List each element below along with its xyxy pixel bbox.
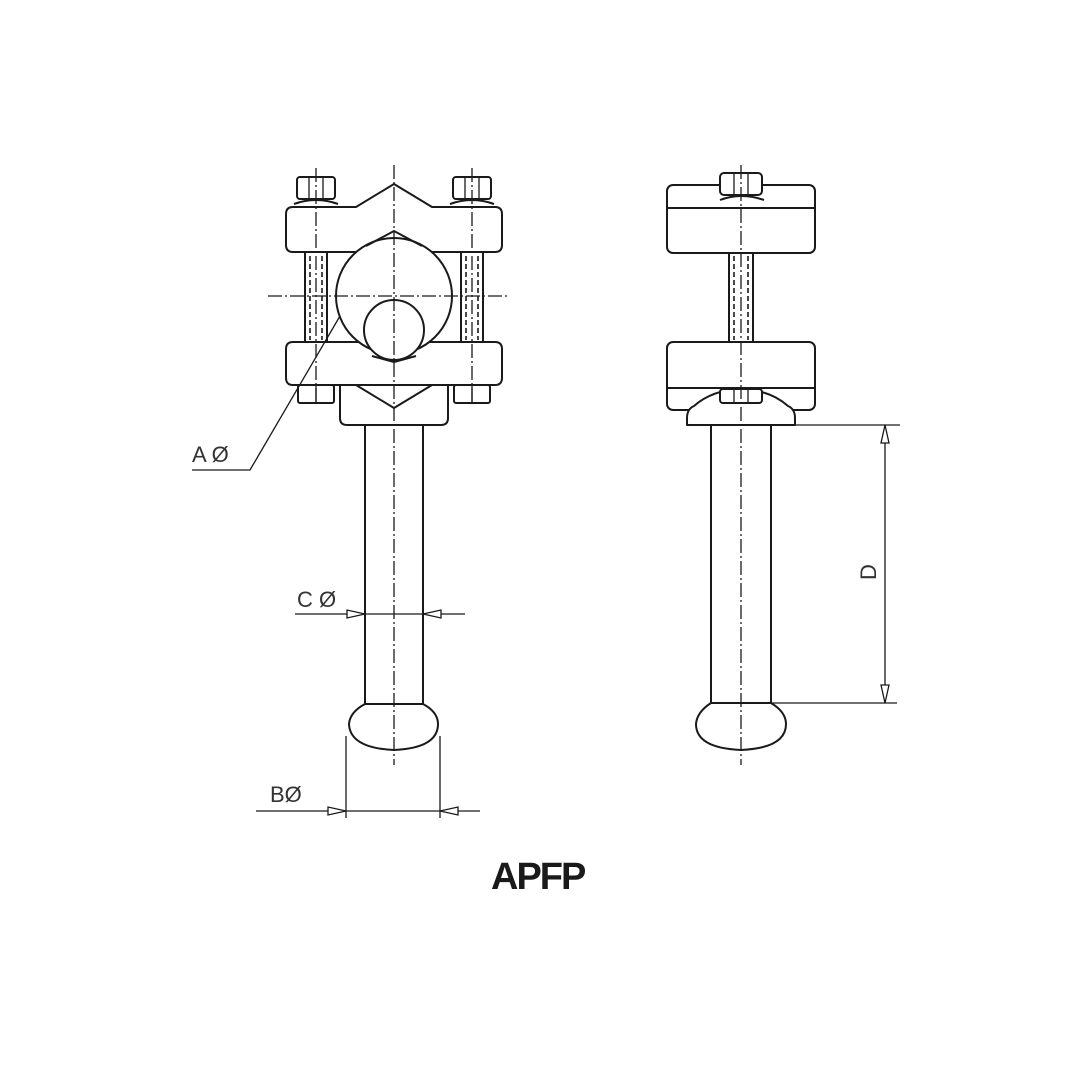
pin-head: [348, 703, 439, 751]
dimension-label-b: BØ: [270, 782, 302, 807]
front-view: A Ø C Ø BØ: [192, 165, 508, 818]
lower-saddle: [339, 384, 449, 426]
dimension-label-d: D: [856, 564, 881, 580]
leader-a: [192, 315, 341, 471]
drawing-title: APFP: [491, 856, 586, 898]
dimension-label-a: A Ø: [192, 442, 229, 467]
side-view: D: [666, 165, 900, 765]
dimension-label-c: C Ø: [297, 587, 336, 612]
